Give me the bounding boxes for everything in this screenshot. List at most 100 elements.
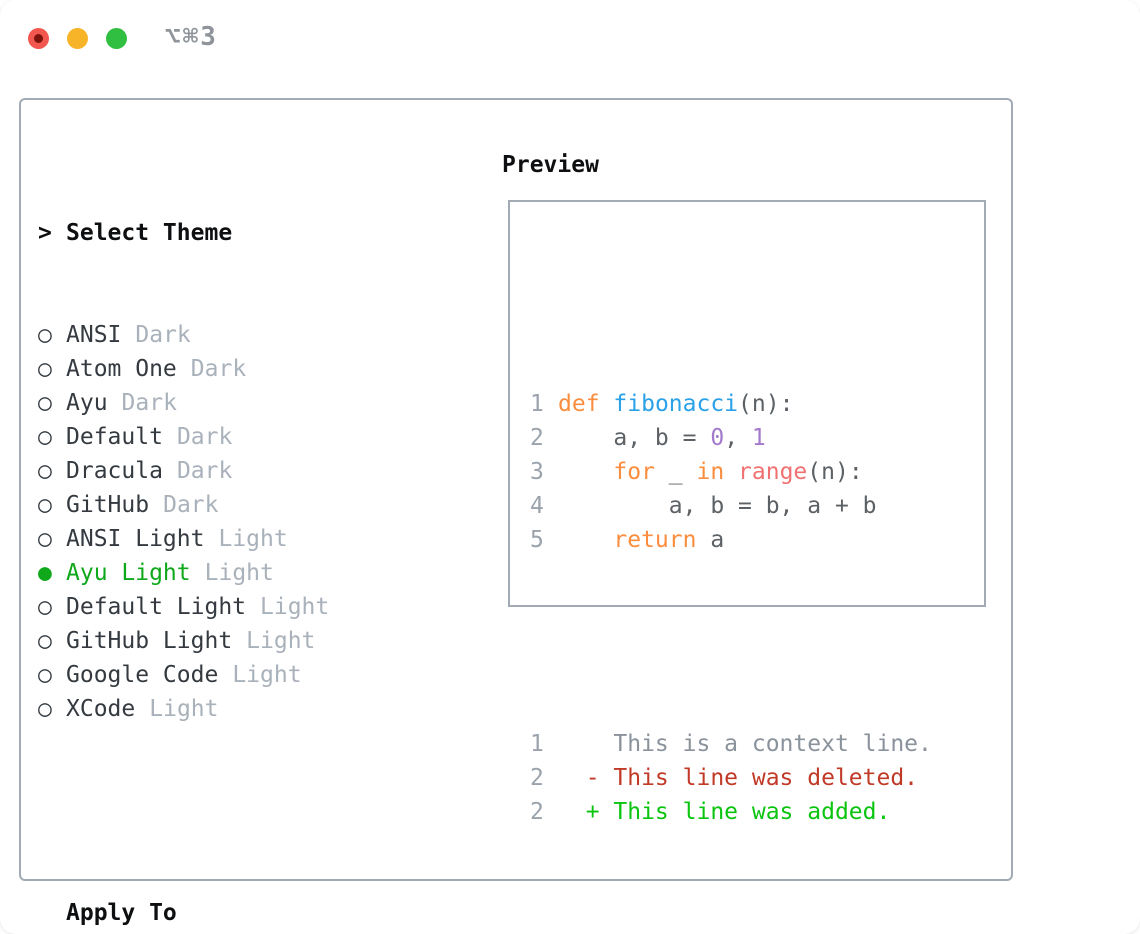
theme-name: Ayu (66, 390, 108, 416)
line-number: 2 (530, 799, 544, 825)
code-token: 0 (710, 425, 725, 451)
theme-variant: Dark (190, 356, 247, 382)
theme-variant: Light (246, 628, 316, 654)
code-token: a (696, 527, 725, 553)
theme-option-google-code[interactable]: ○ Google Code Light (38, 658, 426, 692)
theme-name: Atom One (66, 356, 177, 382)
radio-icon: ○ (38, 696, 52, 722)
diff-text: - This line was deleted. (558, 765, 919, 791)
radio-icon: ○ (38, 424, 52, 450)
theme-variant: Dark (135, 322, 191, 348)
code-token: fibonacci (613, 391, 739, 417)
theme-option-dracula[interactable]: ○ Dracula Dark (38, 454, 426, 488)
theme-name: Google Code (66, 662, 219, 688)
line-number: 5 (530, 527, 544, 553)
code-token: (n): (738, 391, 794, 417)
diff-text: This is a context line. (558, 731, 932, 757)
theme-option-ansi[interactable]: ○ ANSI Dark (38, 318, 426, 352)
code-token (558, 459, 613, 485)
theme-name: Default Light (66, 594, 247, 620)
line-number: 1 (530, 731, 544, 757)
preview-title: Preview (502, 152, 599, 178)
line-number: 3 (530, 459, 544, 485)
theme-variant: Light (232, 662, 302, 688)
select-theme-header: > Select Theme (38, 216, 426, 250)
spacer (38, 794, 426, 828)
theme-option-github-light[interactable]: ○ GitHub Light Light (38, 624, 426, 658)
radio-selected-icon: ● (38, 560, 52, 586)
line-number: 2 (530, 765, 544, 791)
code-token: range (738, 459, 808, 485)
spacer (530, 625, 932, 659)
theme-option-default[interactable]: ○ Default Dark (38, 420, 426, 454)
theme-name: ANSI (66, 322, 122, 348)
theme-variant: Light (218, 526, 288, 552)
theme-name: GitHub Light (66, 628, 233, 654)
code-token: , (724, 425, 752, 451)
theme-variant: Light (204, 560, 274, 586)
radio-icon: ○ (38, 492, 52, 518)
radio-icon: ○ (38, 458, 52, 484)
code-line: 1 def fibonacci(n): (530, 387, 932, 421)
code-token (724, 459, 738, 485)
code-token: for (613, 459, 655, 485)
close-button[interactable] (28, 28, 49, 49)
theme-name: Dracula (66, 458, 163, 484)
theme-variant: Light (260, 594, 330, 620)
select-theme-title: Select Theme (66, 220, 233, 246)
code-token: 1 (751, 425, 766, 451)
radio-icon: ○ (38, 322, 52, 348)
radio-icon: ○ (38, 526, 52, 552)
code-token: a, b = b, a + b (558, 493, 877, 519)
minimize-button[interactable] (67, 28, 88, 49)
theme-option-default-light[interactable]: ○ Default Light Light (38, 590, 426, 624)
line-number: 2 (530, 425, 544, 451)
theme-name: XCode (66, 696, 136, 722)
code-line: 3 for _ in range(n): (530, 455, 932, 489)
pointer-icon: > (38, 220, 52, 246)
code-token (600, 391, 614, 417)
code-token: return (613, 527, 697, 553)
theme-option-ansi-light[interactable]: ○ ANSI Light Light (38, 522, 426, 556)
apply-to-header: Apply To (66, 900, 177, 926)
diff-line-added: 2 + This line was added. (530, 795, 932, 829)
theme-variant: Dark (176, 458, 233, 484)
theme-name: Ayu Light (66, 560, 191, 586)
radio-icon: ○ (38, 662, 52, 688)
theme-name: GitHub (66, 492, 150, 518)
diff-text: + This line was added. (558, 799, 891, 825)
code-line: 4 a, b = b, a + b (530, 489, 932, 523)
theme-variant: Dark (176, 424, 233, 450)
code-token: (n): (807, 459, 863, 485)
window-title: ⌥⌘3 (165, 22, 218, 52)
code-token: a, b = (558, 425, 711, 451)
code-token: in (696, 459, 725, 485)
zoom-button[interactable] (106, 28, 127, 49)
diff-line-deleted: 2 - This line was deleted. (530, 761, 932, 795)
line-number: 1 (530, 391, 544, 417)
diff-preview-lines: 1 This is a context line.2 - This line w… (530, 727, 932, 829)
diff-line-context: 1 This is a context line. (530, 727, 932, 761)
spacer (530, 285, 932, 319)
theme-option-ayu-light[interactable]: ● Ayu Light Light (38, 556, 426, 590)
theme-name: ANSI Light (66, 526, 205, 552)
theme-variant: Dark (163, 492, 219, 518)
title-bar: ⌥⌘3 (0, 0, 1140, 76)
code-line: 2 a, b = 0, 1 (530, 421, 932, 455)
code-line: 5 return a (530, 523, 932, 557)
theme-option-github[interactable]: ○ GitHub Dark (38, 488, 426, 522)
radio-icon: ○ (38, 628, 52, 654)
code-token (558, 527, 613, 553)
code-token: def (558, 391, 600, 417)
radio-icon: ○ (38, 594, 52, 620)
theme-name: Default (66, 424, 163, 450)
